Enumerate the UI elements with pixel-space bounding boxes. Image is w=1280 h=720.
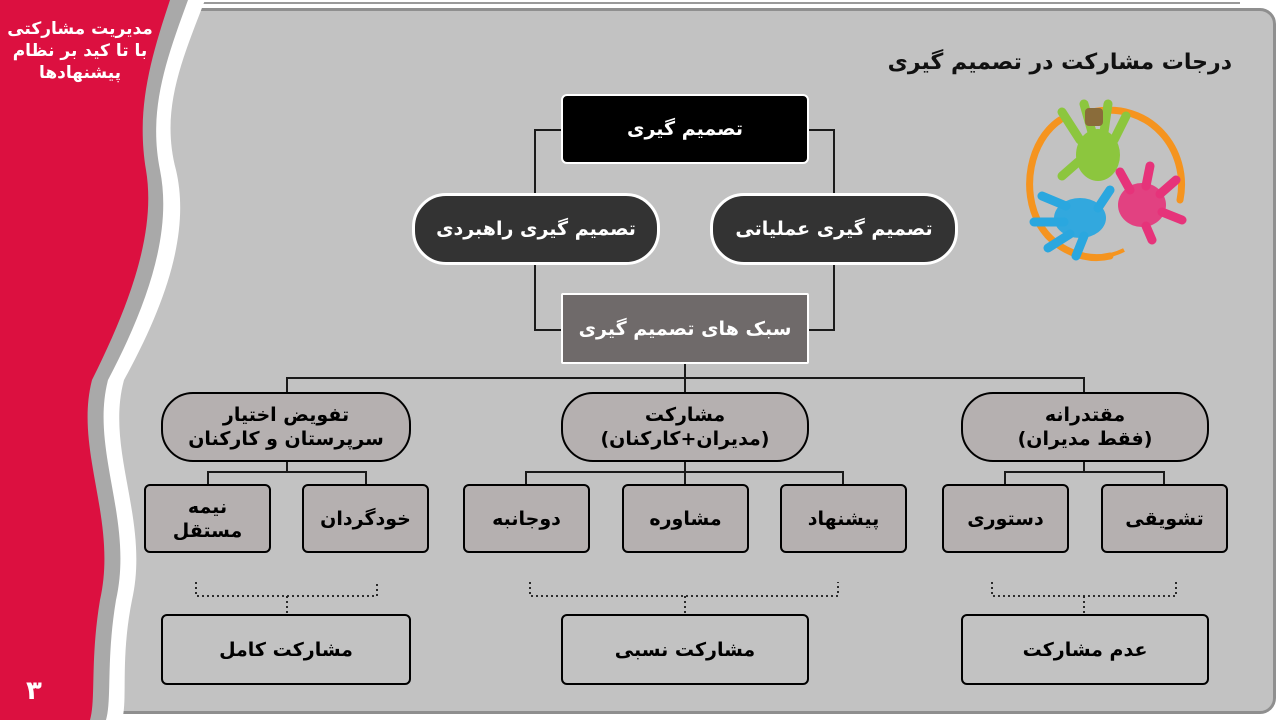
node-suggestion: پیشنهاد [780,484,907,553]
node-label: سرپرستان و کارکنان [188,428,384,450]
node-label: (فقط مدیران) [1017,428,1153,450]
side-red-band [0,0,170,720]
outcome-no-participation: عدم مشارکت [961,614,1209,685]
outcome-relative-participation: مشارکت نسبی [561,614,809,685]
node-authoritative: مقتدرانه (فقط مدیران) [961,392,1209,462]
node-directive: دستوری [942,484,1069,553]
node-label: مقتدرانه [1044,404,1126,426]
node-operational-decision: تصمیم گیری عملیاتی [710,193,958,265]
node-label: نیمه [187,495,228,518]
node-self-managed: خودگردان [302,484,429,553]
outcome-full-participation: مشارکت کامل [161,614,411,685]
page-number: ۳ [26,676,42,706]
node-decision-styles: سبک های تصمیم گیری [561,293,809,364]
side-title-line: مدیریت مشارکتی [7,19,153,39]
hands-logo [1026,99,1187,261]
node-delegation: تفویض اختیار سرپرستان و کارکنان [161,392,411,462]
dotted-connectors [195,582,1177,614]
node-participation: مشارکت (مدیران+کارکنان) [561,392,809,462]
node-label: تفویض اختیار [222,404,350,426]
node-decision-making: تصمیم گیری [561,94,809,164]
page-title: درجات مشارکت در تصمیم گیری [887,50,1232,75]
node-label: (مدیران+کارکنان) [600,428,770,450]
node-strategic-decision: تصمیم گیری راهبردی [412,193,660,265]
node-semi-independent: نیمه مستقل [144,484,271,553]
side-title: مدیریت مشارکتی با تا کید بر نظام پیشنهاد… [0,18,160,84]
node-label: مشارکت [644,404,726,426]
node-bilateral: دوجانبه [463,484,590,553]
side-title-line: پیشنهادها [38,63,122,83]
node-consultation: مشاوره [622,484,749,553]
node-label: مستقل [172,519,243,542]
top-rule [200,2,1240,4]
node-persuasive: تشویقی [1101,484,1228,553]
side-title-line: با تا کید بر نظام [12,41,148,61]
